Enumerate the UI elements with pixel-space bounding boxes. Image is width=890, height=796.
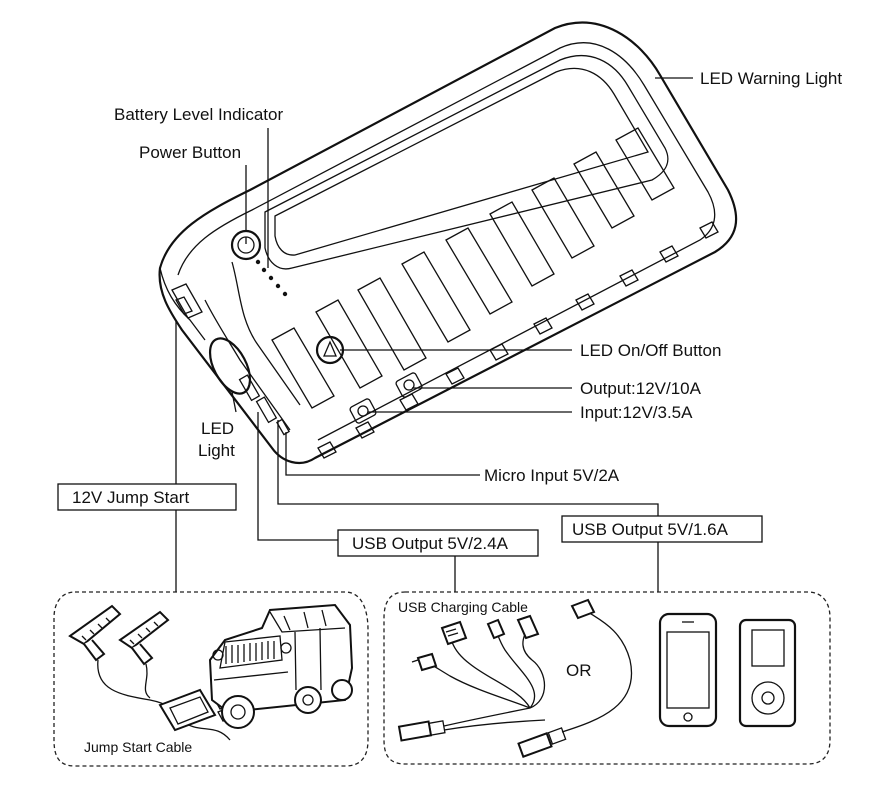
battery-level-indicator-label: Battery Level Indicator [114, 105, 283, 124]
device-tabs [317, 221, 719, 459]
usb-output-16-box: USB Output 5V/1.6A [561, 515, 763, 543]
jump-start-box-label: 12V Jump Start [72, 488, 189, 507]
jump-start-panel: Jump Start Cable [53, 591, 369, 767]
power-button-label: Power Button [139, 143, 241, 162]
media-player-illustration [738, 618, 797, 728]
usb-panel: USB Charging Cable OR [383, 591, 831, 765]
usb-output-24-box: USB Output 5V/2.4A [337, 529, 539, 557]
phone-illustration [658, 612, 718, 728]
usb-output-16-label: USB Output 5V/1.6A [572, 520, 729, 539]
input-12v-label: Input:12V/3.5A [580, 403, 693, 422]
battery-level-dots [255, 259, 288, 297]
led-light-label-line2: Light [198, 441, 235, 460]
micro-input-label: Micro Input 5V/2A [484, 466, 620, 485]
led-light-label-line1: LED [201, 419, 234, 438]
jump-start-cable-label: Jump Start Cable [84, 739, 192, 755]
jump-cable-clamps [68, 604, 170, 666]
led-button-drawing [315, 335, 345, 365]
or-label: OR [566, 661, 592, 680]
callout-lines [175, 77, 693, 592]
device-ribs [271, 127, 675, 409]
jeep-illustration [208, 603, 354, 729]
output-12v-label: Output:12V/10A [580, 379, 702, 398]
jump-start-box: 12V Jump Start [57, 483, 237, 511]
usb-multi-cable [397, 614, 546, 742]
led-warning-light-label: LED Warning Light [700, 69, 842, 88]
usb-charging-cable-label: USB Charging Cable [398, 599, 528, 615]
usb-single-cable [517, 598, 633, 758]
led-on-off-button-label: LED On/Off Button [580, 341, 721, 360]
usb-output-24-label: USB Output 5V/2.4A [352, 534, 509, 553]
jump-starter-device [158, 21, 738, 465]
power-button-drawing [230, 229, 262, 261]
jump-cable-connector [158, 688, 234, 732]
port-drawings [171, 283, 423, 436]
